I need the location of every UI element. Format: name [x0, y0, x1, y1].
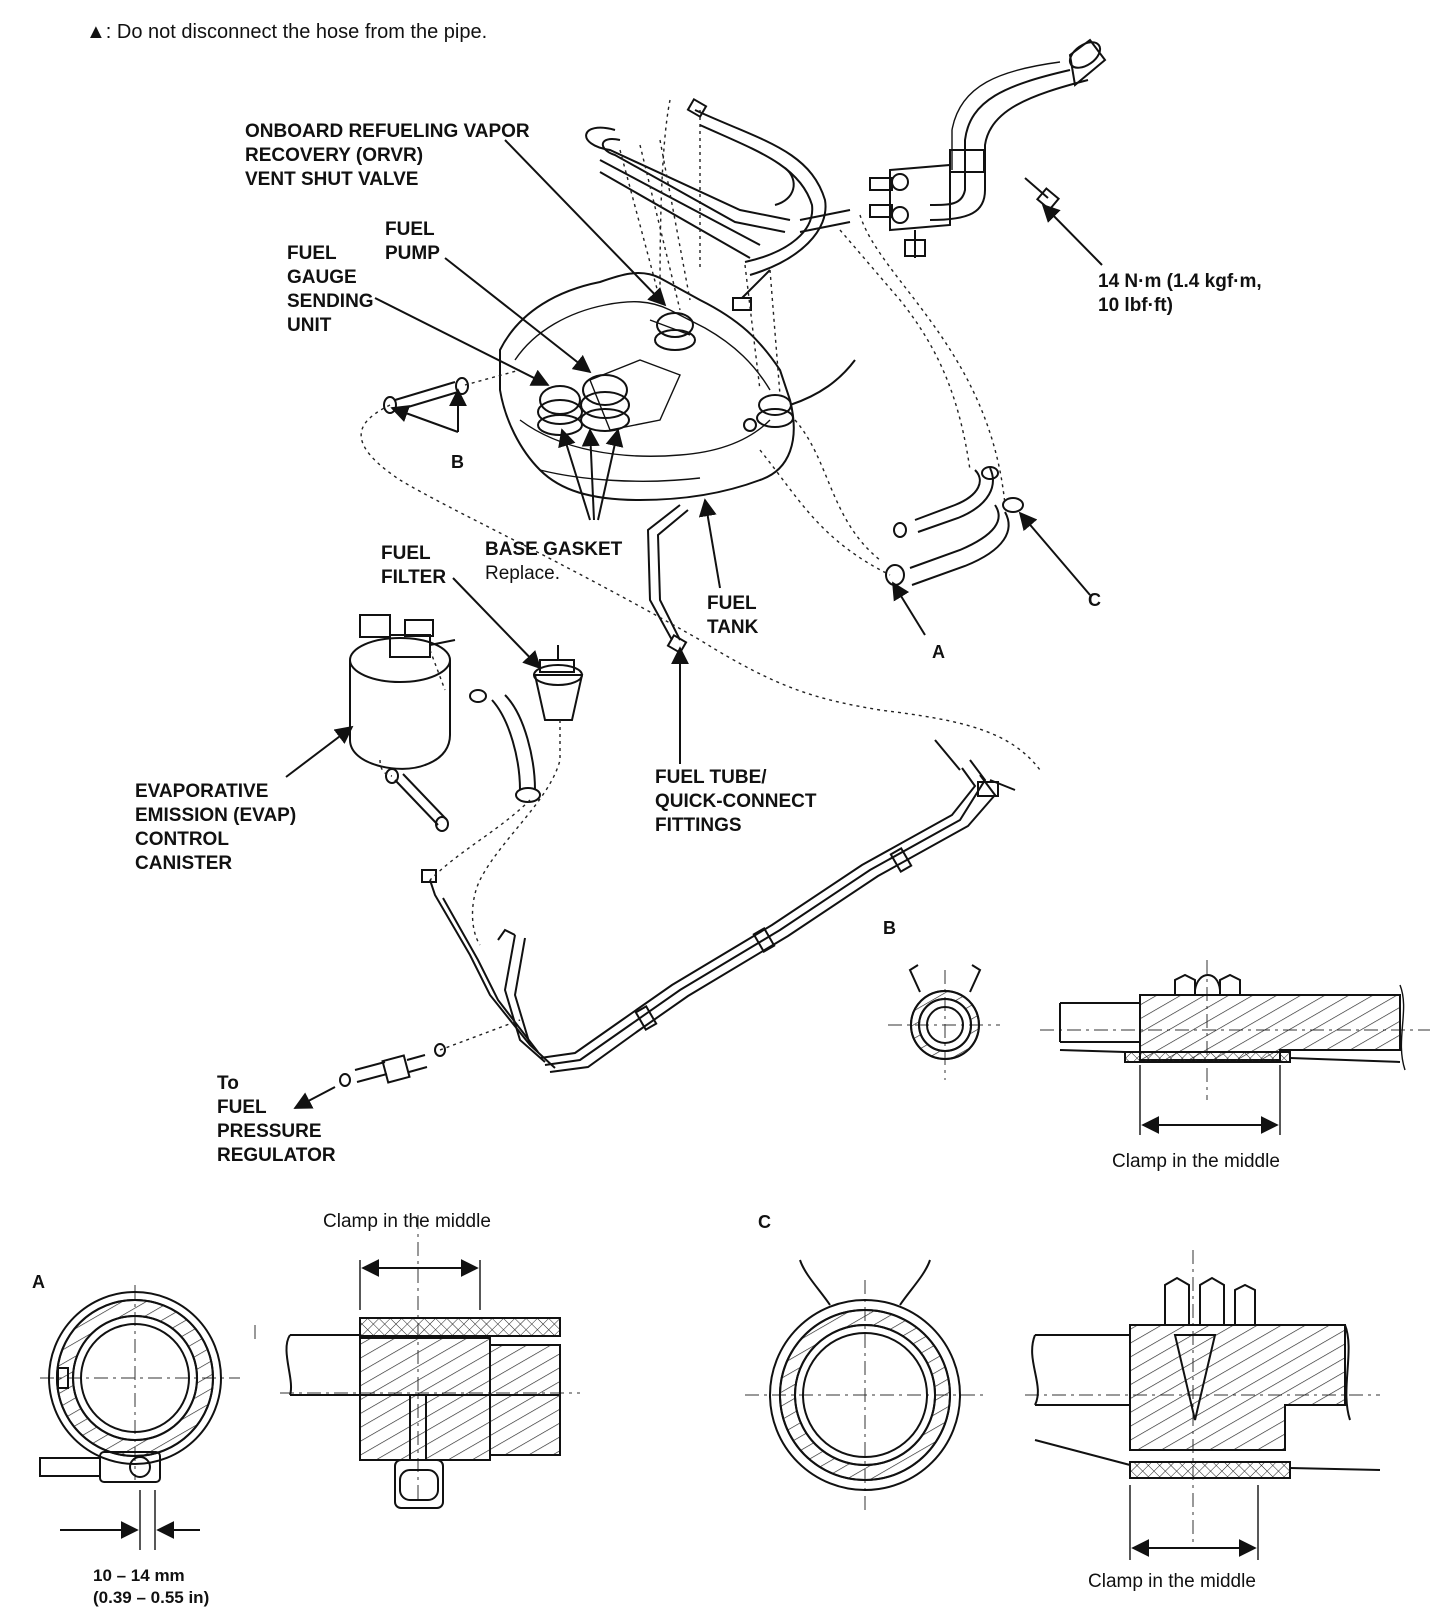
detail-a-caption: Clamp in the middle — [323, 1211, 491, 1232]
fuel-lines — [421, 739, 1016, 1073]
detail-c-drawing — [745, 1250, 1381, 1560]
filler-neck — [869, 38, 1107, 258]
header-note-text: : Do not disconnect the hose from the pi… — [105, 21, 488, 43]
connection-dash-lines — [360, 99, 1041, 1051]
detail-c-caption: Clamp in the middle — [1088, 1571, 1256, 1592]
detail-a-letter: A — [32, 1272, 45, 1292]
label-letter-b: B — [451, 452, 464, 472]
detail-b-drawing — [888, 960, 1430, 1135]
detail-c-letter: C — [758, 1212, 771, 1232]
label-letter-c: C — [1088, 590, 1101, 610]
evap-canister — [349, 614, 456, 832]
hose-b — [383, 377, 469, 414]
label-letter-a: A — [932, 642, 945, 662]
fuel-filter — [469, 645, 584, 803]
detail-a-drawing — [39, 1215, 580, 1550]
hoses-a-c — [885, 466, 1024, 586]
detail-b-letter: B — [883, 918, 896, 938]
leader-arrows — [285, 139, 1103, 1109]
label-torque: 14 N·m (1.4 kgf·m,10 lbf·ft) — [1098, 271, 1262, 316]
regulator-hose — [339, 1043, 446, 1087]
warning-triangle-icon: ▲ — [86, 21, 106, 43]
vapor-hoses — [585, 97, 851, 311]
fuel-tank — [499, 272, 856, 502]
header-note: ▲: Do not disconnect the hose from the p… — [86, 20, 487, 44]
detail-a-dimension: 10 – 14 mm(0.39 – 0.55 in) — [93, 1566, 210, 1607]
label-replace: Replace. — [485, 563, 560, 584]
label-base-gasket: BASE GASKET — [485, 539, 623, 560]
detail-b-caption: Clamp in the middle — [1112, 1151, 1280, 1172]
fuel-tube — [646, 504, 689, 655]
